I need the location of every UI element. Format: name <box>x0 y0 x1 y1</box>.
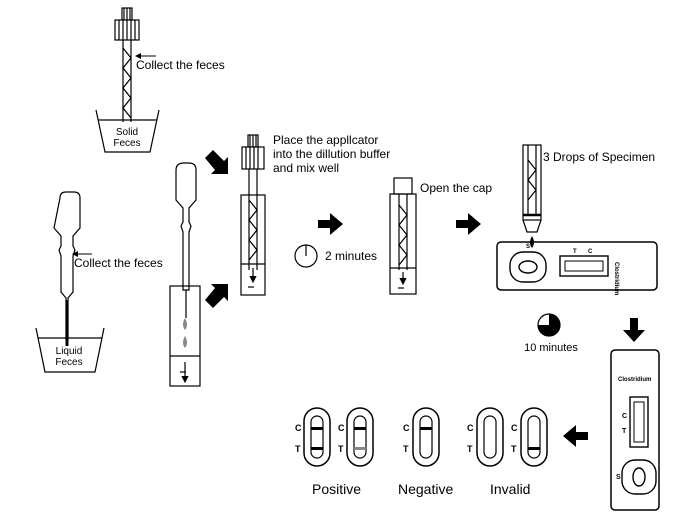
test-cassette-horizontal <box>496 241 658 291</box>
control-line <box>354 427 366 430</box>
result-strip <box>346 407 374 467</box>
arrow-left-icon <box>563 425 588 447</box>
strip-t-label: T <box>467 444 473 454</box>
arrow-diagonal-icon <box>205 150 228 174</box>
dropper-tube <box>169 285 201 387</box>
result-strips <box>303 407 548 467</box>
liquid-pipette <box>53 191 81 341</box>
cassette-s-label: S <box>526 244 531 250</box>
result-window <box>353 415 367 459</box>
control-line <box>420 427 432 430</box>
result-strip <box>476 407 504 467</box>
arrow-down-icon <box>623 318 645 342</box>
result-window <box>483 415 497 459</box>
control-line <box>311 427 323 430</box>
solid-applicator <box>114 7 140 122</box>
liquid-feces-container <box>35 327 105 373</box>
collect-liquid-label: Collect the feces <box>74 256 163 270</box>
strip-c-label: C <box>295 423 302 433</box>
vcassette-s-label: S <box>616 474 621 481</box>
negative-label: Negative <box>398 481 454 497</box>
arrow-diagonal-icon <box>205 284 228 308</box>
open-cap-label: Open the cap <box>420 181 493 195</box>
cassette-brand-label: Clostridium <box>613 262 619 296</box>
cassette-t-label: T <box>573 249 577 255</box>
vcassette-brand-label: Clostridium <box>618 377 652 383</box>
timer-icon <box>537 313 561 337</box>
vcassette-c-label: C <box>622 413 628 420</box>
positive-label: Positive <box>312 481 362 497</box>
test-line <box>528 447 540 450</box>
dispensing-tube <box>522 144 542 233</box>
ten-minutes-label: 10 minutes <box>524 342 578 354</box>
strip-t-label: T <box>511 444 517 454</box>
timer-icon <box>294 244 318 268</box>
result-window <box>527 415 541 459</box>
place-applicator-label: Place the appllcator into the dillution … <box>273 133 391 175</box>
two-minutes-label: 2 minutes <box>325 249 378 263</box>
test-line <box>311 447 323 450</box>
test-cassette-vertical <box>610 349 660 511</box>
dropper-pipette <box>175 162 197 318</box>
vcassette-t-label: T <box>622 428 627 435</box>
strip-c-label: C <box>338 423 345 433</box>
strip-t-label: T <box>403 444 409 454</box>
result-strip <box>412 407 440 467</box>
strip-t-label: T <box>338 444 344 454</box>
invalid-label: Invalid <box>490 481 531 497</box>
result-strip <box>303 407 331 467</box>
strip-c-label: C <box>403 423 410 433</box>
liquid-drops <box>183 318 187 348</box>
result-window <box>419 415 433 459</box>
collect-solid-label: Collect the feces <box>136 58 225 72</box>
arrow-right-icon <box>456 213 481 235</box>
result-window <box>310 415 324 459</box>
strip-c-label: C <box>511 423 518 433</box>
result-strip <box>520 407 548 467</box>
three-drops-label: 3 Drops of Specimen <box>543 150 656 164</box>
strip-t-label: T <box>295 444 301 454</box>
cassette-c-label: C <box>588 249 593 255</box>
opened-tube <box>389 177 417 295</box>
solid-feces-container <box>95 109 160 153</box>
dilution-tube-applicator <box>240 134 266 296</box>
arrow-right-icon <box>318 213 343 235</box>
test-line <box>354 447 366 450</box>
strip-c-label: C <box>467 423 474 433</box>
